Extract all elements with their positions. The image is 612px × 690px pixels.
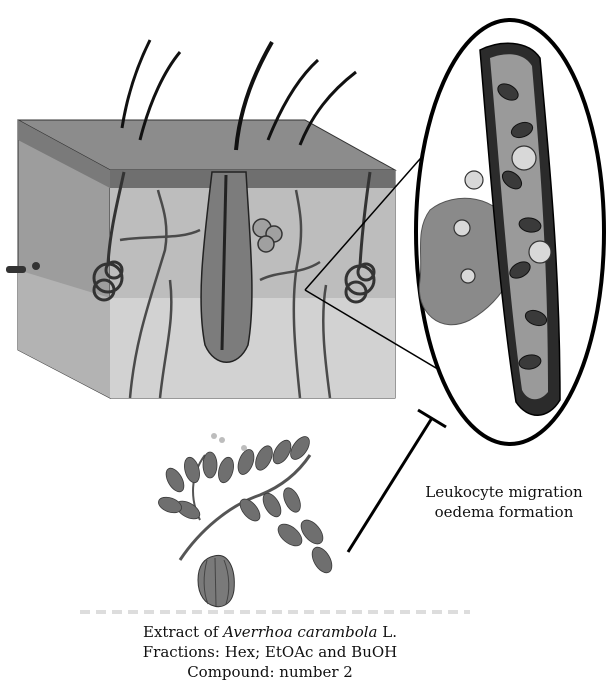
hypodermis-layer: [110, 298, 395, 398]
fractions-line: Fractions: Hex; EtOAc and BuOH: [60, 642, 480, 662]
star-fruit: [198, 555, 234, 606]
magnified-vessel-view: [416, 20, 604, 444]
extract-caption: Extract of Averrhoa carambola L. Fractio…: [60, 622, 480, 682]
effect-line-2: oedema formation: [404, 502, 604, 522]
skin-cross-section: [6, 40, 395, 398]
averrhoa-carambola-plant: [156, 433, 336, 607]
plant-flowers: [211, 433, 247, 451]
epidermis-layer: [110, 170, 395, 188]
effect-label: Leukocyte migration oedema formation: [404, 482, 604, 522]
extract-prefix: Extract of: [143, 623, 223, 641]
vessel-stub: [6, 266, 26, 273]
compound-line: Compound: number 2: [60, 662, 480, 682]
vessel-stub-dot: [32, 262, 40, 270]
extract-line: Extract of Averrhoa carambola L.: [60, 622, 480, 642]
extract-suffix: L.: [377, 623, 397, 641]
inhibition-arrow: [348, 410, 446, 552]
extract-species: Averrhoa carambola: [223, 623, 377, 641]
effect-line-1: Leukocyte migration: [404, 482, 604, 502]
